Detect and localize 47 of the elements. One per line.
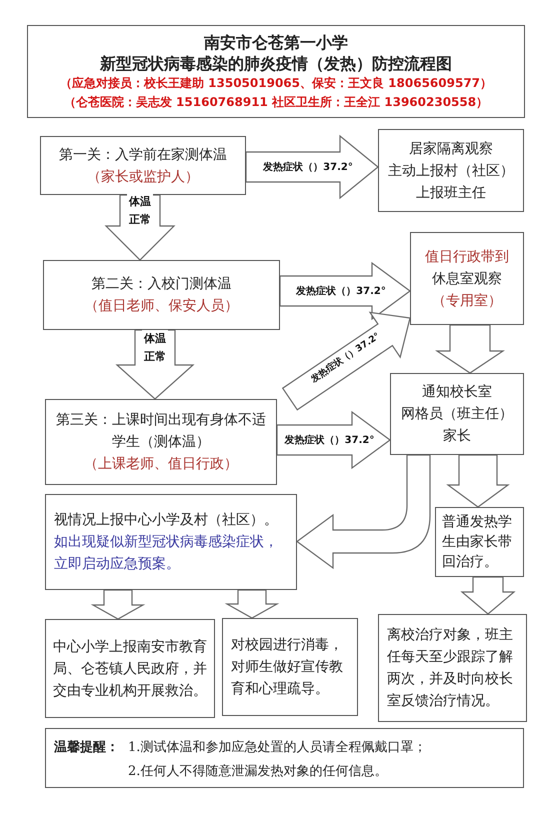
- process-box: [378, 614, 527, 722]
- block-arrow: [435, 324, 505, 374]
- box-text: 对校园进行消毒，对师生做好宣传教育和心理疏导。: [231, 636, 344, 699]
- process-box: [378, 129, 524, 212]
- box-text: 休息室观察: [431, 270, 503, 288]
- reminder-text: 2.任何人不得随意泄漏发热对象的任何信息。: [128, 763, 388, 781]
- box-text: 普通发热学生由家长带回治疗。: [442, 513, 513, 572]
- box-text: 通知校长室: [421, 383, 493, 402]
- box-text: 上报班主任: [415, 184, 487, 202]
- header-box: [27, 25, 525, 118]
- block-arrow: [90, 589, 146, 620]
- box-text: 如出现疑似新型冠状病毒感染症状，立即启动应急预案。: [54, 533, 279, 574]
- process-box: [45, 619, 215, 718]
- box-text: 视情况上报中心小学及村（社区）。: [54, 511, 279, 530]
- box-text: （值日老师、保安人员）: [84, 297, 240, 316]
- process-box: [390, 373, 524, 455]
- block-arrow: [296, 454, 431, 569]
- process-box: [435, 507, 524, 577]
- box-text: 离校治疗对象，班主任每天至少跟踪了解两次，并及时向校长室反馈治疗情况。: [387, 626, 514, 711]
- box-text: 主动上报村（社区）: [387, 162, 515, 180]
- box-text: （上课老师、值日行政）: [83, 455, 239, 474]
- block-arrow: [460, 576, 516, 615]
- process-box: [222, 618, 358, 716]
- box-text: 家长: [442, 427, 472, 446]
- contact-text: （仑苍医院：吴志发 15160768911 社区卫生所：王全江 13960230558）: [62, 94, 490, 110]
- box-text: 网格员（班主任）: [400, 405, 514, 424]
- box-text: 第二关：入校门测体温: [90, 275, 232, 294]
- block-arrow: [446, 454, 510, 508]
- title-text: 新型冠状病毒感染的肺炎疫情（发热）防控流程图: [98, 52, 453, 74]
- box-text: （家长或监护人）: [86, 168, 200, 186]
- box-text: 中心小学上报南安市教育局、仑苍镇人民政府，并交由专业机构开展救治。: [53, 638, 207, 700]
- process-box: [40, 136, 246, 195]
- box-text: 居家隔离观察: [408, 140, 494, 158]
- title-text: 南安市仑苍第一小学: [203, 32, 349, 52]
- process-box: [45, 399, 277, 485]
- reminder-text: 1.测试体温和参加应急处置的人员请全程佩戴口罩；: [128, 739, 426, 757]
- box-text: （专用室）: [431, 292, 503, 310]
- contact-text: （应急对接员：校长王建助 13505019065、保安：王文良 18065609577）: [58, 74, 494, 92]
- box-text: 值日行政带到: [424, 248, 510, 266]
- reminder-heading: 温馨提醒：: [54, 739, 119, 757]
- box-text: 第一关：入学前在家测体温: [58, 146, 228, 164]
- reminder-box: [45, 728, 524, 788]
- block-arrow: [224, 589, 280, 619]
- process-box: [43, 260, 280, 330]
- process-box: [410, 232, 524, 325]
- box-text: 第三关：上课时间出现有身体不适学生（测体温）: [55, 411, 267, 452]
- process-box: [45, 494, 297, 590]
